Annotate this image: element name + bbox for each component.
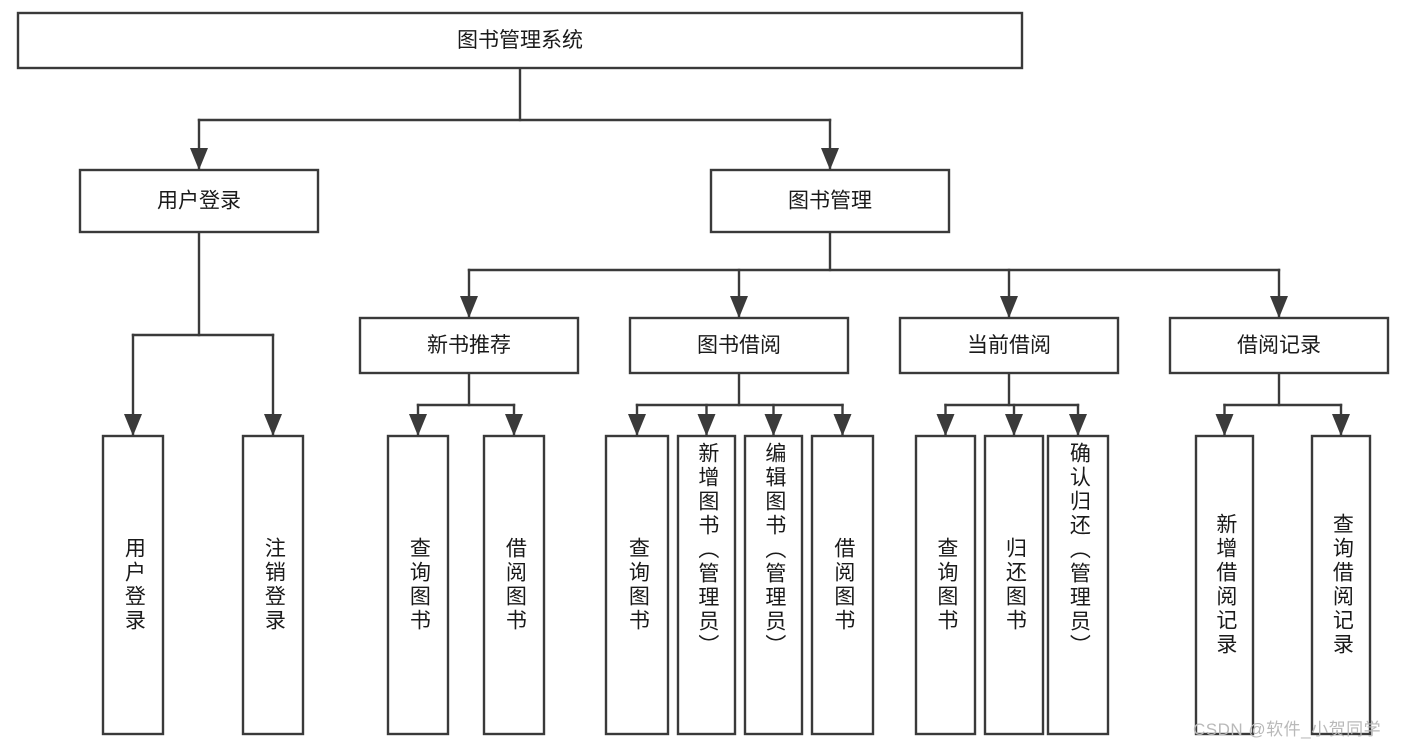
node-label-borrow-record: 借阅记录: [1237, 334, 1321, 357]
connector-arrowhead-icon: [936, 414, 955, 436]
node-box-book-manage[interactable]: [709, 168, 951, 234]
node-label-book-manage: 图书管理: [788, 190, 872, 213]
connector-arrowhead-icon: [264, 414, 282, 436]
connector-arrowhead-icon: [124, 414, 142, 436]
connector-arrowhead-icon: [821, 148, 839, 170]
node-label-book-borrow: 图书借阅: [697, 334, 781, 357]
node-box-leaf-rec-query[interactable]: [386, 434, 450, 736]
node-box-leaf-br-query[interactable]: [1310, 434, 1372, 736]
connector-arrowhead-icon: [730, 296, 748, 318]
connector-arrowhead-icon: [190, 148, 208, 170]
node-label-root: 图书管理系统: [457, 29, 583, 52]
node-box-layer: [16, 11, 1390, 736]
node-box-user-login[interactable]: [78, 168, 320, 234]
node-box-leaf-bb-query[interactable]: [604, 434, 670, 736]
node-box-leaf-br-add[interactable]: [1194, 434, 1255, 736]
connector-layer: [124, 66, 1350, 437]
node-label-user-login: 用户登录: [157, 190, 241, 213]
connector-arrowhead-icon: [628, 414, 646, 436]
node-box-root[interactable]: [16, 11, 1024, 70]
connector-arrowhead-icon: [505, 414, 523, 436]
node-box-leaf-rec-borrow[interactable]: [482, 434, 546, 736]
node-box-leaf-cb-query[interactable]: [914, 434, 977, 736]
node-box-new-book-rec[interactable]: [358, 316, 580, 375]
node-box-book-borrow[interactable]: [628, 316, 850, 375]
node-box-leaf-bb-borrow[interactable]: [810, 434, 875, 736]
connector-arrowhead-icon: [1069, 414, 1087, 436]
node-box-leaf-logout[interactable]: [241, 434, 305, 736]
node-box-leaf-bb-add[interactable]: [676, 434, 737, 736]
connector-arrowhead-icon: [833, 414, 852, 436]
node-box-leaf-cb-return[interactable]: [983, 434, 1045, 736]
node-box-leaf-bb-edit[interactable]: [743, 434, 804, 736]
connector-arrowhead-icon: [1000, 296, 1018, 318]
connector-arrowhead-icon: [697, 414, 716, 436]
connector-arrowhead-icon: [460, 296, 478, 318]
node-label-new-book-rec: 新书推荐: [427, 334, 511, 357]
connector-arrowhead-icon: [1270, 296, 1288, 318]
connector-arrowhead-icon: [409, 414, 427, 436]
connector-arrowhead-icon: [1332, 414, 1350, 436]
node-label-current-borrow: 当前借阅: [967, 334, 1051, 357]
node-box-leaf-user-login[interactable]: [101, 434, 165, 736]
node-box-current-borrow[interactable]: [898, 316, 1120, 375]
node-box-leaf-cb-confirm[interactable]: [1046, 434, 1110, 736]
node-box-borrow-record[interactable]: [1168, 316, 1390, 375]
connector-arrowhead-icon: [1005, 414, 1023, 436]
connector-arrowhead-icon: [1215, 414, 1234, 436]
connector-arrowhead-icon: [764, 414, 783, 436]
